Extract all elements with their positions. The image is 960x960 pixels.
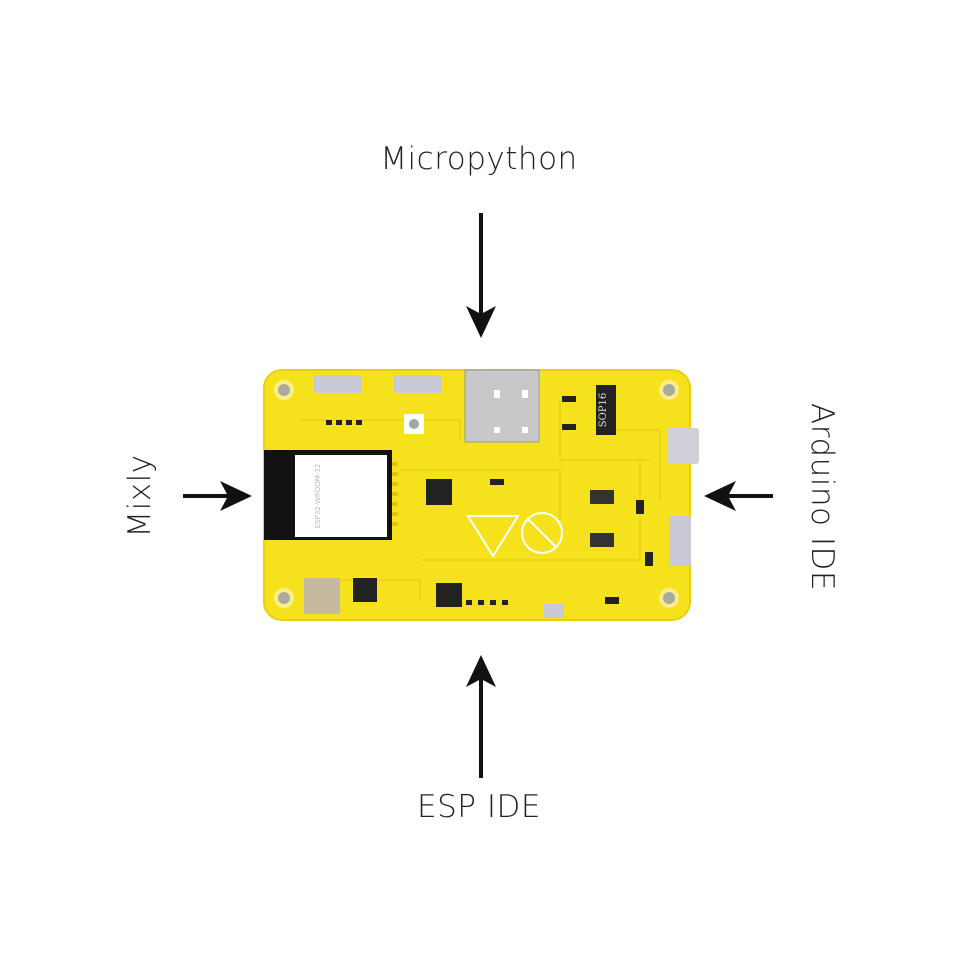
label-esp-ide: ESP IDE	[417, 789, 541, 825]
chip-label: SOP16	[598, 393, 609, 428]
arrow-down-icon	[466, 213, 496, 338]
label-micropython: Micropython	[380, 141, 578, 177]
module-label: ESP32-WROOM-32	[314, 464, 322, 529]
mounting-holes	[274, 380, 679, 608]
arrow-left-icon	[704, 481, 773, 511]
arrow-right-icon	[183, 481, 252, 511]
esp32-board: SOP16 ESP32-WROOM-32	[263, 369, 699, 621]
arrow-up-icon	[466, 655, 496, 778]
